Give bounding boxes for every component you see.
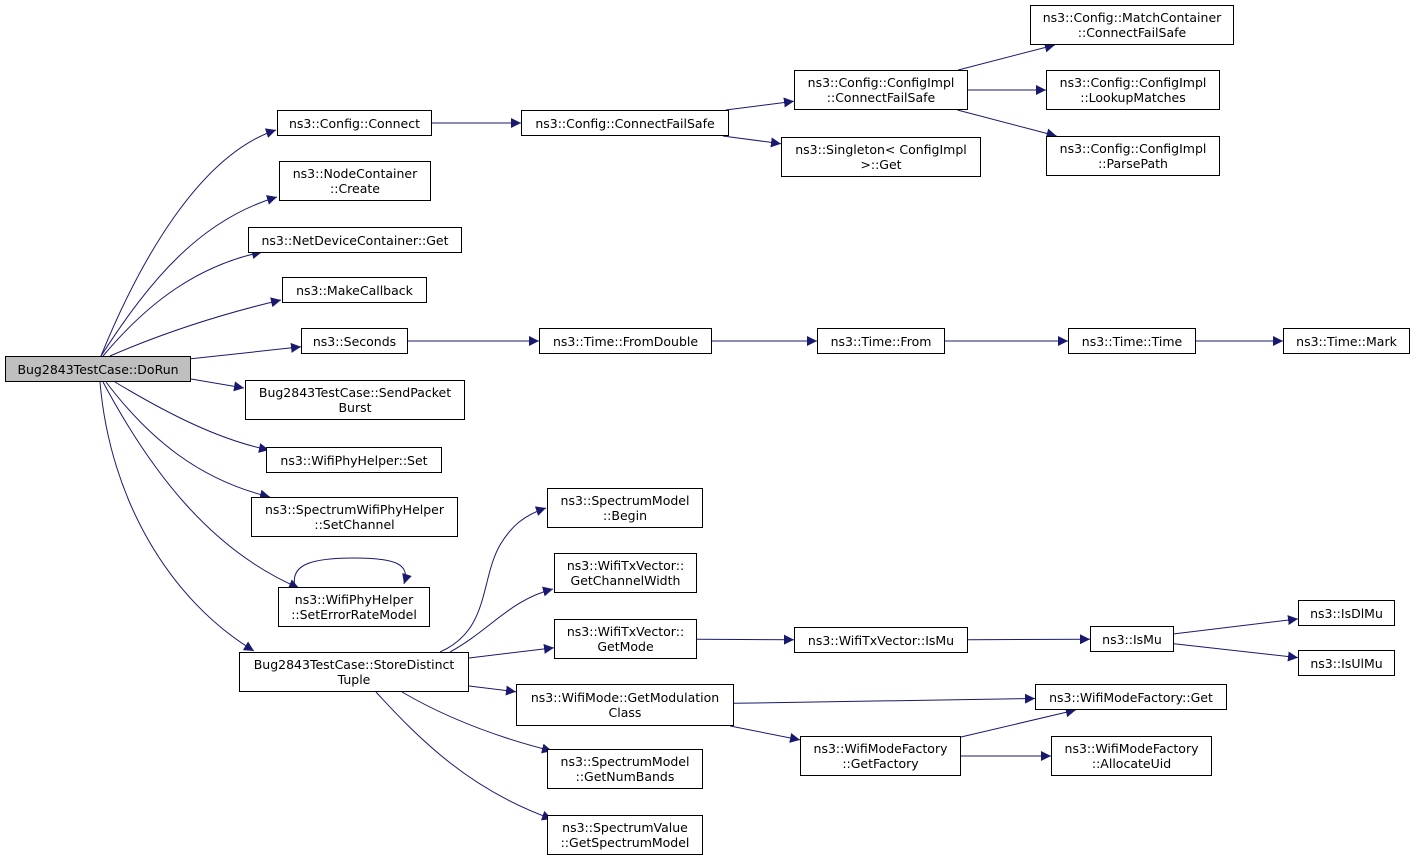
node-wifiphyhelper-seterrorratemodel[interactable]: ns3::WifiPhyHelper ::SetErrorRateModel <box>278 587 430 627</box>
edge-storedistincttuple-to-wifimode-getmodulationclass <box>468 685 517 696</box>
node-wifimodefactory-allocateuid[interactable]: ns3::WifiModeFactory ::AllocateUid <box>1051 736 1212 776</box>
edge-dorun-to-netdevicecontainer-get <box>102 249 263 357</box>
edge-storedistincttuple-to-wifitxvector-getchannelwidth <box>449 586 554 653</box>
edge-dorun-to-makecallback <box>109 297 282 357</box>
node-ismu[interactable]: ns3::IsMu <box>1090 626 1174 652</box>
edge-dorun-to-seconds <box>190 342 302 360</box>
node-config-connect[interactable]: ns3::Config::Connect <box>277 110 432 136</box>
edge-dorun-to-spectrumwifiphyhelper-setchannel <box>105 381 271 500</box>
node-wifimodefactory-get[interactable]: ns3::WifiModeFactory::Get <box>1035 684 1227 710</box>
edge-storedistincttuple-to-spectrumvalue-getspectrummodel <box>375 691 553 821</box>
node-singleton-get[interactable]: ns3::Singleton< ConfigImpl >::Get <box>781 137 981 177</box>
node-wifimode-getmodulationclass[interactable]: ns3::WifiMode::GetModulation Class <box>516 684 734 726</box>
node-wifimodefactory-getfactory[interactable]: ns3::WifiModeFactory ::GetFactory <box>800 736 961 776</box>
node-time-fromdouble[interactable]: ns3::Time::FromDouble <box>539 328 712 354</box>
node-spectrummodel-begin[interactable]: ns3::SpectrumModel ::Begin <box>547 488 703 528</box>
node-time-from[interactable]: ns3::Time::From <box>817 328 945 354</box>
edge-configimpl-connectfailsafe-to-matchcontainer-connectfailsafe <box>958 42 1055 71</box>
node-spectrumvalue-getspectrummodel[interactable]: ns3::SpectrumValue ::GetSpectrumModel <box>547 815 703 855</box>
edge-ismu-to-isdlmu <box>1173 615 1299 635</box>
edges <box>99 42 1299 821</box>
edge-configimpl-connectfailsafe-to-configimpl-parsepath <box>957 109 1057 139</box>
node-wifitxvector-getchannelwidth[interactable]: ns3::WifiTxVector:: GetChannelWidth <box>554 553 697 593</box>
edge-storedistincttuple-to-wifitxvector-getmode <box>468 643 555 659</box>
edge-config-connectfailsafe-to-configimpl-connectfailsafe <box>725 97 795 111</box>
node-makecallback[interactable]: ns3::MakeCallback <box>282 277 427 303</box>
edge-ismu-to-isulmu <box>1173 643 1299 662</box>
node-storedistincttuple[interactable]: Bug2843TestCase::StoreDistinct Tuple <box>239 652 469 692</box>
edge-config-connectfailsafe-to-singleton-get <box>722 135 782 148</box>
node-sendpacketburst[interactable]: Bug2843TestCase::SendPacket Burst <box>245 380 465 420</box>
node-configimpl-lookupmatches[interactable]: ns3::Config::ConfigImpl ::LookupMatches <box>1046 70 1220 110</box>
edge-dorun-to-wifiphyhelper-seterrorratemodel <box>102 381 300 589</box>
node-wifitxvector-getmode[interactable]: ns3::WifiTxVector:: GetMode <box>554 619 697 659</box>
edge-wifimode-getmodulationclass-to-wifimodefactory-getfactory <box>730 725 801 743</box>
edge-dorun-to-wifiphyhelper-set <box>114 381 270 453</box>
node-spectrumwifiphyhelper-setchannel[interactable]: ns3::SpectrumWifiPhyHelper ::SetChannel <box>251 497 458 537</box>
edge-wifimode-getmodulationclass-to-wifimodefactory-get <box>733 693 1036 704</box>
edge-storedistincttuple-to-spectrummodel-getnumbands <box>401 691 553 754</box>
edge-dorun-to-sendpacketburst <box>190 378 245 392</box>
node-wifitxvector-ismu[interactable]: ns3::WifiTxVector::IsMu <box>794 627 968 653</box>
edge-dorun-to-nodecontainer-create <box>100 195 278 357</box>
node-wifiphyhelper-set[interactable]: ns3::WifiPhyHelper::Set <box>266 447 442 473</box>
edge-wifiphyhelper-seterrorratemodel-to-wifiphyhelper-seterrorratemodel <box>293 557 412 588</box>
node-spectrummodel-getnumbands[interactable]: ns3::SpectrumModel ::GetNumBands <box>547 749 703 789</box>
node-matchcontainer-connectfailsafe[interactable]: ns3::Config::MatchContainer ::ConnectFai… <box>1030 5 1234 45</box>
edge-storedistincttuple-to-spectrummodel-begin <box>439 506 547 653</box>
edge-dorun-to-config-connect <box>100 128 277 357</box>
edge-wifitxvector-ismu-to-ismu <box>967 634 1091 645</box>
node-config-connectfailsafe[interactable]: ns3::Config::ConnectFailSafe <box>521 110 729 136</box>
node-time-mark[interactable]: ns3::Time::Mark <box>1283 328 1410 354</box>
node-isdlmu[interactable]: ns3::IsDlMu <box>1298 600 1395 626</box>
node-configimpl-connectfailsafe[interactable]: ns3::Config::ConfigImpl ::ConnectFailSaf… <box>794 70 968 110</box>
node-nodecontainer-create[interactable]: ns3::NodeContainer ::Create <box>279 161 431 201</box>
edge-dorun-to-storedistincttuple <box>99 381 255 652</box>
edge-wifimodefactory-getfactory-to-wifimodefactory-get <box>960 707 1076 738</box>
node-dorun: Bug2843TestCase::DoRun <box>5 356 191 382</box>
node-netdevicecontainer-get[interactable]: ns3::NetDeviceContainer::Get <box>248 227 462 253</box>
node-time-time[interactable]: ns3::Time::Time <box>1068 328 1196 354</box>
node-configimpl-parsepath[interactable]: ns3::Config::ConfigImpl ::ParsePath <box>1046 136 1220 176</box>
node-isulmu[interactable]: ns3::IsUlMu <box>1298 650 1395 676</box>
node-seconds[interactable]: ns3::Seconds <box>301 328 408 354</box>
